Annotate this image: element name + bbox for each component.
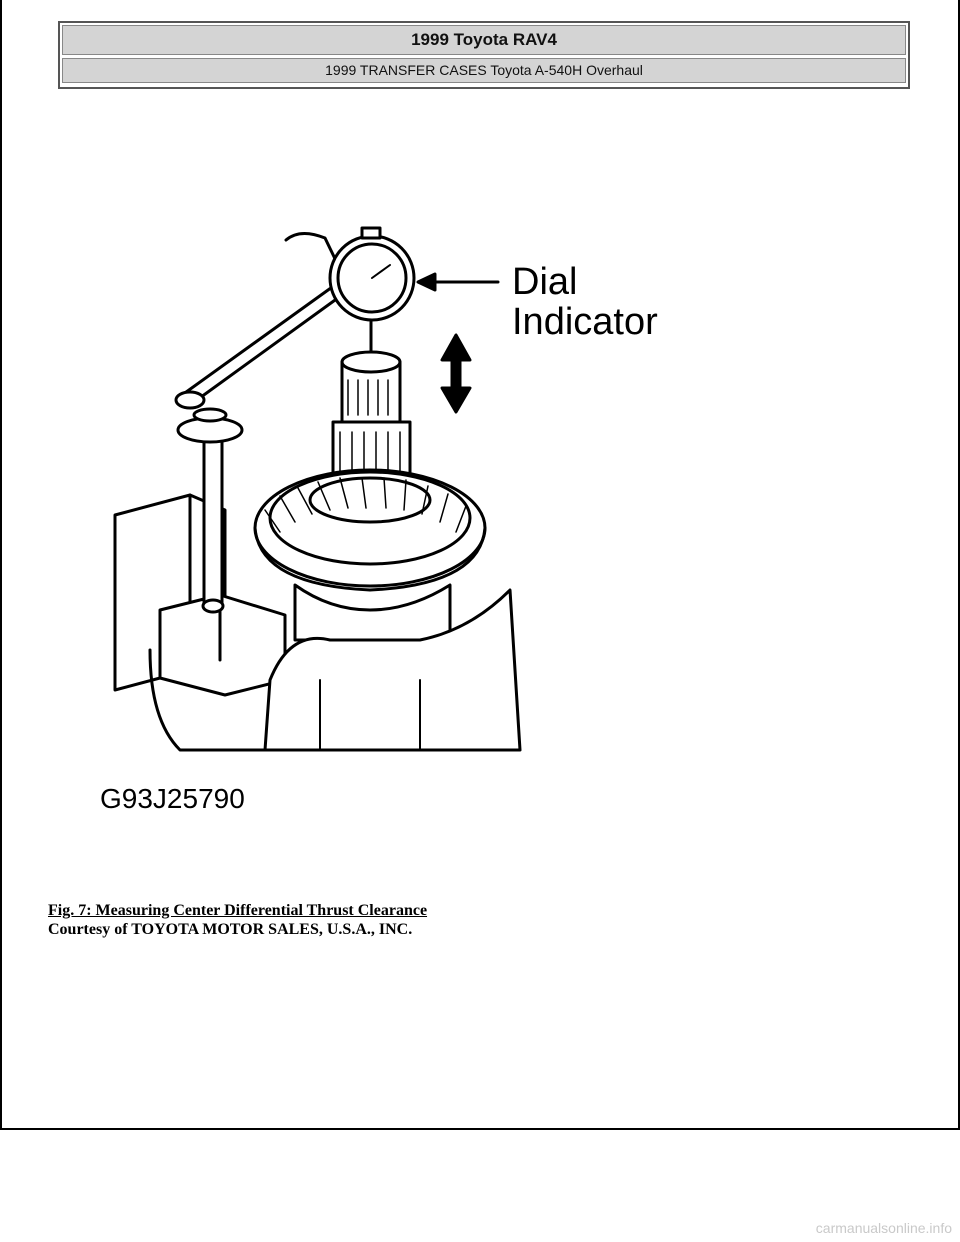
page-footer: carmanualsonline.info xyxy=(0,1130,960,1242)
diff-housing xyxy=(293,583,452,642)
callout-label-line2: Indicator xyxy=(512,301,658,343)
caption-credit: Courtesy of TOYOTA MOTOR SALES, U.S.A., … xyxy=(48,921,413,938)
callout-label-line1: Dial xyxy=(512,261,577,303)
stand-post xyxy=(202,433,224,607)
watermark: carmanualsonline.info xyxy=(815,1220,952,1236)
figure-caption: Fig. 7: Measuring Center Differential Th… xyxy=(48,901,427,939)
figure-illustration: Dial Indicator G93J25790 xyxy=(100,226,658,814)
page-frame xyxy=(0,0,960,1130)
caption-title[interactable]: Fig. 7: Measuring Center Differential Th… xyxy=(48,902,428,919)
document-header: 1999 Toyota RAV4 1999 TRANSFER CASES Toy… xyxy=(58,21,910,89)
stand-arm xyxy=(180,283,344,407)
document-title: 1999 Toyota RAV4 xyxy=(62,25,906,55)
motion-arrow-icon xyxy=(440,333,472,414)
document-subtitle: 1999 TRANSFER CASES Toyota A-540H Overha… xyxy=(62,58,906,83)
figure-code: G93J25790 xyxy=(100,783,245,814)
